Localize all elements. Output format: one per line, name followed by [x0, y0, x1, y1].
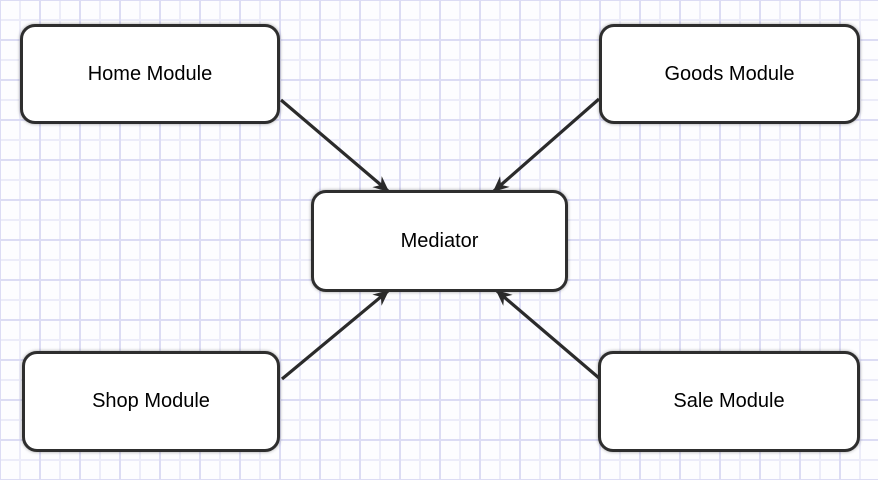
node-mediator-label: Mediator [400, 229, 479, 252]
edge-sale-to-mediator [495, 289, 601, 380]
node-shop-module-label: Shop Module [92, 390, 210, 412]
node-home-module[interactable]: Home Module [20, 24, 280, 124]
edge-shop-to-mediator [280, 289, 390, 381]
node-sale-module[interactable]: Sale Module [598, 351, 860, 452]
node-goods-module[interactable]: Goods Module [599, 24, 860, 124]
node-home-module-label: Home Module [87, 62, 213, 85]
node-goods-module-label: Goods Module [664, 62, 795, 85]
edge-goods-to-mediator [492, 97, 601, 193]
edge-home-to-mediator [279, 98, 390, 193]
node-sale-module-label: Sale Module [673, 390, 785, 412]
node-mediator[interactable]: Mediator [311, 190, 568, 292]
node-shop-module[interactable]: Shop Module [22, 351, 280, 452]
